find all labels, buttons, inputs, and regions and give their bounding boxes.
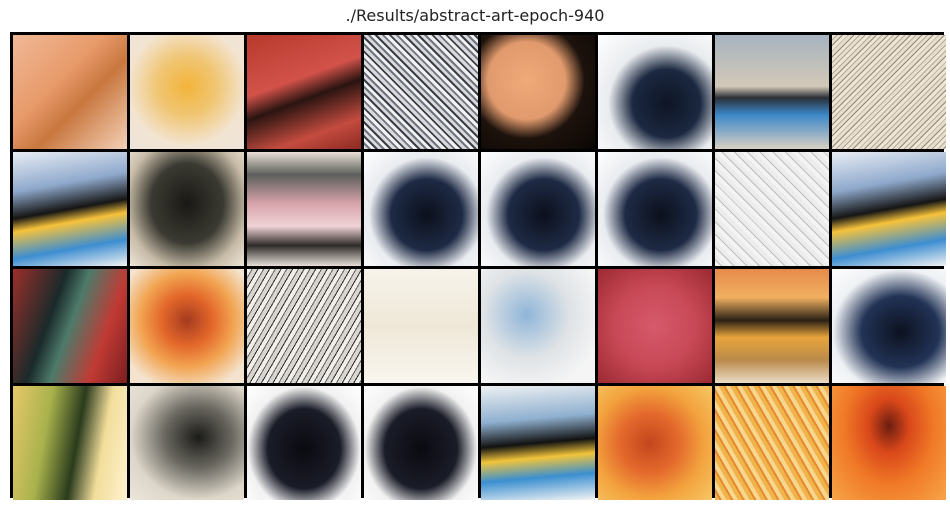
generated-image-tile (481, 386, 595, 500)
generated-image-tile (13, 386, 127, 500)
generated-image-tile (832, 269, 946, 383)
generated-image-tile (832, 386, 946, 500)
generated-image-tile (13, 35, 127, 149)
generated-image-tile (364, 35, 478, 149)
generated-image-tile (481, 35, 595, 149)
generated-image-tile (715, 152, 829, 266)
generated-image-tile (598, 152, 712, 266)
generated-image-tile (364, 152, 478, 266)
generated-image-tile (130, 386, 244, 500)
generated-image-tile (715, 35, 829, 149)
generated-image-tile (715, 269, 829, 383)
generated-image-tile (130, 152, 244, 266)
generated-image-tile (832, 152, 946, 266)
generated-image-tile (247, 269, 361, 383)
generated-image-tile (715, 386, 829, 500)
generated-image-tile (13, 269, 127, 383)
generated-image-tile (598, 386, 712, 500)
generated-image-tile (364, 386, 478, 500)
generated-image-tile (598, 269, 712, 383)
generated-image-tile (481, 269, 595, 383)
generated-image-tile (247, 386, 361, 500)
generated-image-tile (130, 35, 244, 149)
generated-image-tile (247, 152, 361, 266)
figure-title: ./Results/abstract-art-epoch-940 (345, 6, 605, 25)
image-grid (10, 32, 946, 500)
generated-image-tile (13, 152, 127, 266)
generated-image-tile (364, 269, 478, 383)
generated-image-tile (598, 35, 712, 149)
generated-image-tile (247, 35, 361, 149)
generated-image-tile (130, 269, 244, 383)
generated-image-tile (481, 152, 595, 266)
generated-image-tile (832, 35, 946, 149)
